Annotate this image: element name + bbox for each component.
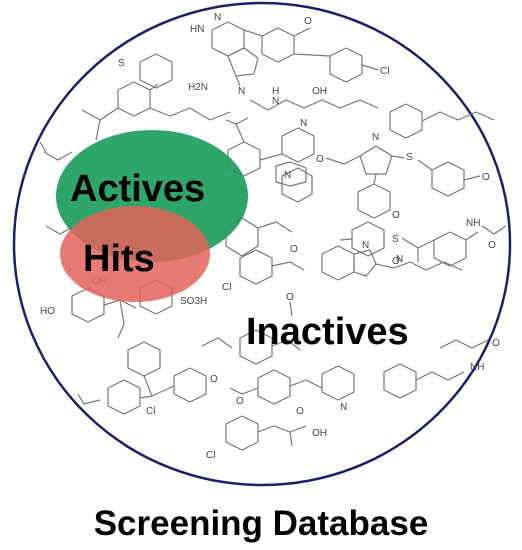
chem-ho-azo: HO: [40, 306, 55, 317]
chem-n-pyridine2: N: [340, 402, 347, 413]
chem-o-acetoxy: O: [236, 396, 244, 407]
chem-o-acid: O: [296, 406, 304, 417]
chem-o-amide: O: [488, 240, 496, 251]
chem-n-imine: N: [396, 254, 403, 265]
chem-cl-stilbene: Cl: [146, 406, 155, 417]
chem-n-mor: N: [284, 170, 291, 181]
chem-cl-top: Cl: [380, 66, 389, 77]
chem-o-right: O: [482, 172, 490, 183]
chem-cl-bottom: Cl: [206, 450, 215, 461]
chem-o-methoxy: O: [210, 374, 218, 385]
chem-o-aldehyde: O: [286, 292, 294, 303]
hits-ellipse: [60, 206, 210, 302]
chem-n-triazole: N: [372, 132, 379, 143]
chem-s-top: S: [118, 58, 125, 69]
chem-hn: HN: [190, 24, 204, 35]
chem-cl-left: Cl: [222, 282, 231, 293]
chem-o-sulf2: O: [392, 256, 400, 267]
chem-o-mor: O: [316, 154, 324, 165]
chem-n-benz: N: [362, 240, 369, 251]
screening-database-caption: Screening Database: [94, 504, 429, 543]
chem-nh-amide: NH: [466, 218, 480, 229]
chem-h2n: H2N: [188, 82, 208, 93]
chem-o-top: O: [304, 16, 312, 27]
chem-n-top: N: [214, 12, 221, 23]
chem-h-nh: H: [272, 86, 279, 97]
chem-s-sulf: S: [392, 234, 399, 245]
database-circle: [12, 1, 512, 487]
inactives-label: Inactives: [246, 311, 409, 353]
chem-s-triazole: S: [406, 152, 413, 163]
chem-n-nh: N: [272, 96, 279, 107]
chem-so3h: SO3H: [180, 296, 207, 307]
chem-o-sulf1: O: [392, 210, 400, 221]
chem-nh-urea: NH: [470, 362, 484, 373]
chem-n-nitrile: N: [238, 86, 245, 97]
chem-oh-mid: OH: [312, 86, 327, 97]
chem-o-ester: O: [290, 244, 298, 255]
chem-n-pyr: N: [300, 118, 307, 129]
chem-oh-acid: OH: [312, 428, 327, 439]
molecule-structures: HN N O Cl H2N N S OH H N N N S: [39, 12, 507, 461]
hits-label: Hits: [83, 238, 155, 280]
chem-o-urea: O: [492, 338, 500, 349]
actives-label: Actives: [70, 168, 205, 210]
